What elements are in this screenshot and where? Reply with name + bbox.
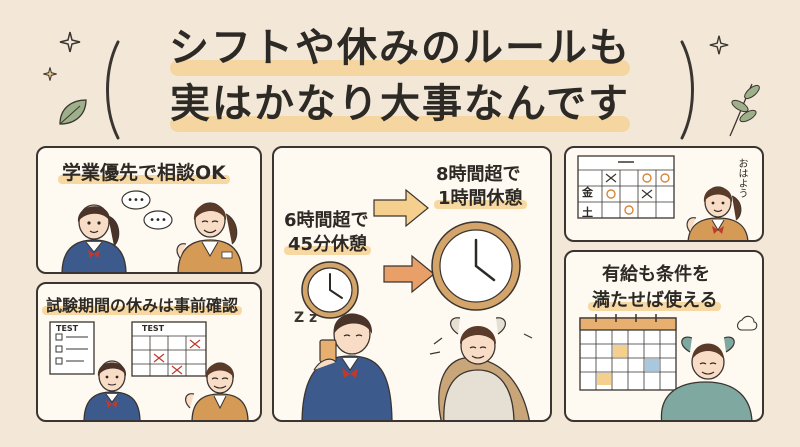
rule-8h-line-1: 8時間超で [436, 164, 521, 185]
title-block: シフトや休みのルールも 実はかなり大事なんです [100, 14, 700, 142]
panel-study-priority: 学業優先で相談OK ••• ••• [36, 146, 262, 274]
sparkle-right-icon [709, 35, 729, 55]
panel-paid-leave: 有給も条件を 満たせば使える [564, 250, 764, 422]
left-bracket-icon [106, 40, 120, 140]
leave-caption-line-2: 満たせば使える [588, 286, 722, 312]
panel-shift-schedule: 金 土 おはよう [564, 146, 764, 242]
greeting-text: おはよう [736, 158, 747, 198]
page-title-line-1: シフトや休みのルールも [169, 25, 631, 71]
panel-break-rules: 6時間超で 45分休憩 8時間超で 1時間休憩 Z z [272, 146, 552, 422]
shift-row-saturday-label: 土 [582, 206, 593, 219]
svg-text:•••: ••• [149, 215, 167, 226]
leave-caption-line-1: 有給も条件を [602, 264, 710, 285]
rule-8h-line-2: 1時間休憩 [434, 184, 527, 210]
sparkle-icon [59, 31, 81, 53]
svg-text:•••: ••• [127, 195, 145, 206]
two-students-talking-illustration: ••• ••• [61, 190, 243, 272]
right-bracket-icon [680, 40, 694, 140]
relaxing-with-calendar-illustration [579, 314, 758, 420]
break-rules-illustration [301, 188, 533, 420]
leaf-right-icon [729, 83, 760, 137]
study-caption: 学業優先で相談OK [58, 158, 230, 185]
exam-caption: 試験期間の休みは事前確認 [42, 292, 243, 316]
exam-schedule-illustration [49, 321, 249, 420]
small-sparkle-icon [43, 67, 57, 81]
shift-calendar-illustration [577, 155, 749, 240]
shift-row-friday-label: 金 [582, 186, 593, 199]
page-title-line-2: 実はかなり大事なんです [170, 81, 630, 127]
test-paper-label: TEST [56, 324, 79, 333]
panel-exam-period: 試験期間の休みは事前確認 [36, 282, 262, 422]
leaf-left-icon [59, 99, 87, 125]
test-board-label: TEST [142, 324, 165, 333]
sleep-zzz-text: Z z [294, 310, 318, 326]
rule-6h-line-1: 6時間超で [284, 210, 369, 231]
rule-6h-line-2: 45分休憩 [284, 230, 372, 256]
